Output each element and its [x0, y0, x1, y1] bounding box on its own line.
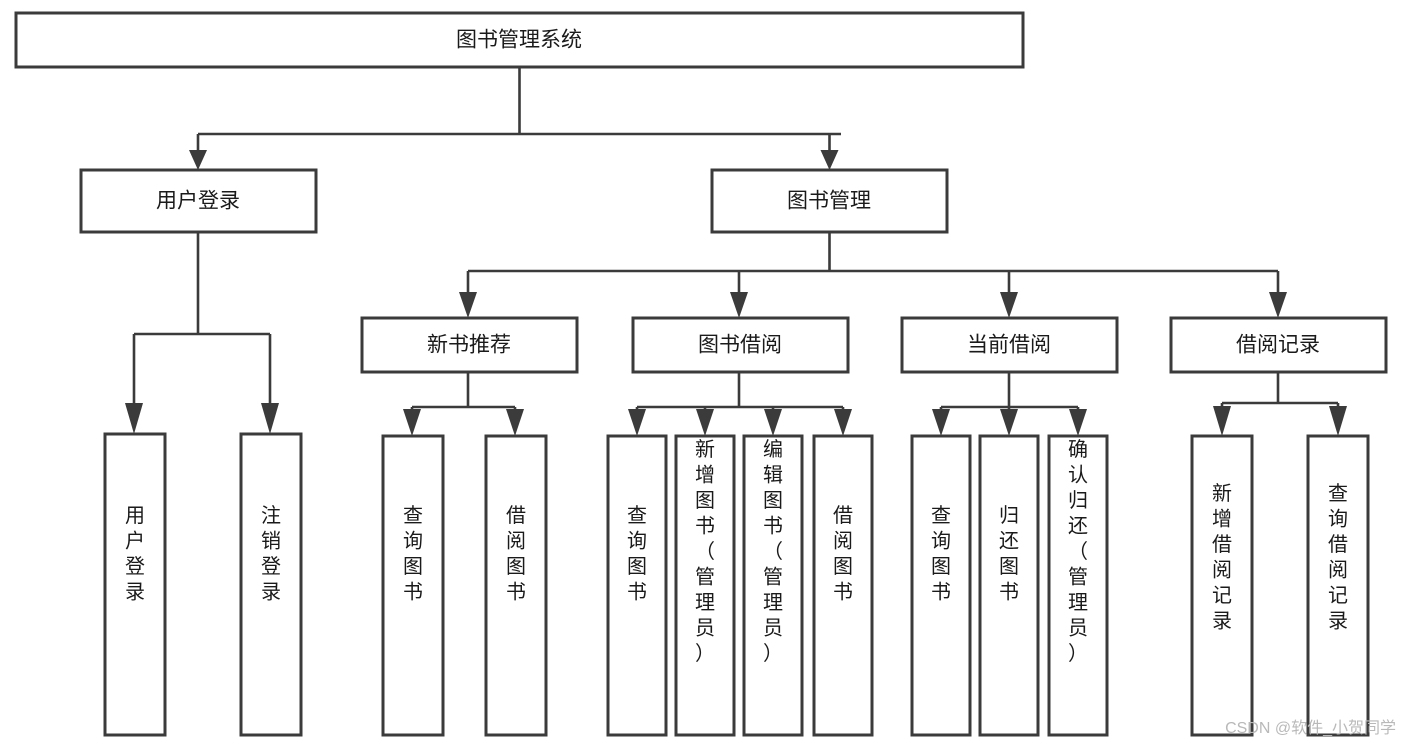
arrowhead-leaf-query-book-2: [628, 409, 646, 436]
arrowhead-leaf-user-login: [125, 403, 143, 434]
node-user-login-box[interactable]: [79, 168, 318, 234]
node-current-borrow-label: 当前借阅: [967, 334, 1051, 357]
node-leaf-confirm-return[interactable]: 确认归还（管理员）: [1047, 434, 1109, 737]
arrowhead-leaf-query-record: [1329, 406, 1347, 436]
node-leaf-query-book-1[interactable]: 查询图书: [381, 434, 445, 737]
node-leaf-query-book-2[interactable]: 查询图书: [606, 434, 668, 737]
node-leaf-confirm-return-box[interactable]: [1047, 434, 1109, 737]
node-leaf-user-login[interactable]: 用户登录: [103, 432, 167, 737]
arrowhead-leaf-query-book-1: [403, 409, 421, 436]
arrowhead-borrow-record: [1269, 292, 1287, 318]
node-leaf-borrow-book-2[interactable]: 借阅图书: [812, 434, 874, 737]
node-leaf-query-book-3-box[interactable]: [910, 434, 972, 737]
node-leaf-borrow-book-1-box[interactable]: [484, 434, 548, 737]
node-leaf-add-book-box[interactable]: [674, 434, 736, 737]
arrowhead-user-login: [189, 150, 207, 170]
arrowhead-leaf-query-book-3: [932, 409, 950, 436]
arrowhead-leaf-add-record: [1213, 406, 1231, 436]
node-leaf-add-book[interactable]: 新增图书（管理员）: [674, 434, 736, 737]
node-leaf-query-record[interactable]: 查询借阅记录: [1306, 434, 1370, 737]
node-leaf-edit-book-box[interactable]: [742, 434, 804, 737]
node-leaf-user-logout[interactable]: 注销登录: [239, 432, 303, 737]
node-leaf-edit-book-label: 编辑图书（管理员）: [763, 438, 783, 665]
node-user-login-label: 用户登录: [156, 190, 240, 213]
node-leaf-return-book-label: 归还图书: [999, 504, 1019, 604]
node-borrow-record[interactable]: 借阅记录: [1169, 316, 1388, 374]
node-leaf-user-logout-box[interactable]: [239, 432, 303, 737]
node-leaf-query-book-2-label: 查询图书: [627, 504, 647, 604]
node-book-manage-box[interactable]: [710, 168, 949, 234]
node-leaf-query-book-3[interactable]: 查询图书: [910, 434, 972, 737]
arrowhead-leaf-add-book: [696, 409, 714, 436]
node-book-borrow-label: 图书借阅: [698, 334, 782, 357]
node-leaf-confirm-return-label: 确认归还（管理员）: [1068, 438, 1088, 665]
node-book-borrow-box[interactable]: [631, 316, 850, 374]
arrowhead-current-borrow: [1000, 292, 1018, 318]
arrowhead-leaf-confirm-return: [1069, 409, 1087, 436]
arrowhead-new-book-rec: [459, 292, 477, 318]
arrowhead-book-borrow: [730, 292, 748, 318]
node-leaf-return-book-box[interactable]: [978, 434, 1040, 737]
arrowhead-leaf-borrow-book-1: [506, 409, 524, 436]
node-leaf-add-book-label: 新增图书（管理员）: [695, 438, 715, 665]
node-current-borrow[interactable]: 当前借阅: [900, 316, 1119, 374]
node-leaf-query-book-1-label: 查询图书: [403, 504, 423, 604]
node-leaf-query-book-1-box[interactable]: [381, 434, 445, 737]
node-leaf-return-book[interactable]: 归还图书: [978, 434, 1040, 737]
node-leaf-user-login-label: 用户登录: [125, 505, 145, 604]
node-leaf-query-record-label: 查询借阅记录: [1328, 482, 1348, 633]
arrowhead-book-manage: [820, 150, 839, 170]
node-root-box[interactable]: [14, 11, 1025, 69]
node-new-book-rec[interactable]: 新书推荐: [360, 316, 579, 374]
arrowhead-leaf-return-book: [1000, 409, 1018, 436]
arrowhead-leaf-edit-book: [764, 409, 782, 436]
node-leaf-add-record-label: 新增借阅记录: [1212, 482, 1232, 633]
node-leaf-edit-book[interactable]: 编辑图书（管理员）: [742, 434, 804, 737]
node-leaf-borrow-book-2-label: 借阅图书: [833, 504, 853, 604]
node-leaf-query-book-2-box[interactable]: [606, 434, 668, 737]
node-new-book-rec-box[interactable]: [360, 316, 579, 374]
node-leaf-borrow-book-2-box[interactable]: [812, 434, 874, 737]
node-leaf-add-record-box[interactable]: [1190, 434, 1254, 737]
node-borrow-record-label: 借阅记录: [1236, 334, 1320, 357]
node-leaf-user-logout-label: 注销登录: [261, 504, 281, 604]
node-borrow-record-box[interactable]: [1169, 316, 1388, 374]
node-user-login[interactable]: 用户登录: [79, 168, 318, 234]
node-leaf-borrow-book-1[interactable]: 借阅图书: [484, 434, 548, 737]
node-book-manage-label: 图书管理: [787, 190, 871, 213]
node-root-label: 图书管理系统: [456, 29, 582, 52]
node-book-borrow[interactable]: 图书借阅: [631, 316, 850, 374]
node-book-manage[interactable]: 图书管理: [710, 168, 949, 234]
node-root[interactable]: 图书管理系统: [14, 11, 1025, 69]
arrowhead-leaf-user-logout: [261, 403, 279, 434]
node-leaf-borrow-book-1-label: 借阅图书: [506, 504, 526, 604]
node-new-book-rec-label: 新书推荐: [427, 334, 511, 357]
node-leaf-add-record[interactable]: 新增借阅记录: [1190, 434, 1254, 737]
arrowhead-leaf-borrow-book-2: [834, 409, 852, 436]
watermark-label: CSDN @软件_小贺同学: [1225, 719, 1396, 737]
connector-layer: [125, 67, 1347, 436]
node-leaf-query-record-box[interactable]: [1306, 434, 1370, 737]
node-current-borrow-box[interactable]: [900, 316, 1119, 374]
node-leaf-user-login-box[interactable]: [103, 432, 167, 737]
node-leaf-query-book-3-label: 查询图书: [931, 504, 951, 604]
